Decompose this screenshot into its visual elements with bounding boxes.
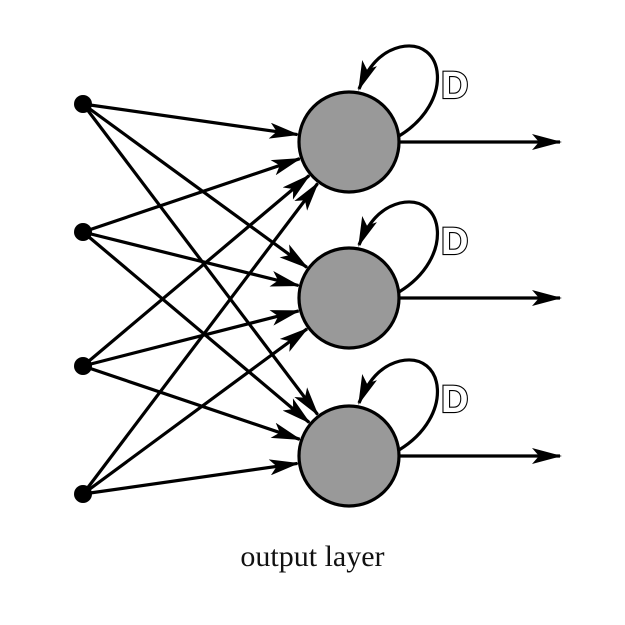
connection-input-1-to-neuron-1 xyxy=(82,102,300,139)
output-neuron-2 xyxy=(297,246,401,350)
connection-input-3-to-neuron-3 xyxy=(82,364,302,441)
connection-input-4-to-neuron-1 xyxy=(81,181,319,495)
recurrent-loops-layer xyxy=(357,44,439,452)
connection-input-1-to-neuron-2 xyxy=(82,102,309,269)
output-arrows-layer xyxy=(399,134,562,464)
neurons-layer xyxy=(297,90,401,508)
connection-input-2-to-neuron-3 xyxy=(81,230,311,424)
output-layer-caption: output layer xyxy=(240,540,385,573)
input-node-4 xyxy=(74,485,92,503)
connection-input-2-to-neuron-2 xyxy=(82,230,301,288)
delay-label-neuron-3: D xyxy=(441,379,468,421)
connection-input-3-to-neuron-2 xyxy=(82,309,301,368)
recurrent-loop-neuron-2 xyxy=(357,200,439,294)
output-neuron-3 xyxy=(297,404,401,508)
output-neuron-1 xyxy=(297,90,401,194)
connection-input-4-to-neuron-3 xyxy=(82,459,300,496)
recurrent-loop-neuron-3 xyxy=(357,358,439,452)
connection-input-2-to-neuron-1 xyxy=(82,157,302,234)
input-nodes-layer xyxy=(74,95,92,503)
delay-label-neuron-2: D xyxy=(441,221,468,263)
connections-layer xyxy=(81,102,319,496)
input-node-2 xyxy=(74,223,92,241)
input-node-1 xyxy=(74,95,92,113)
delay-labels-layer: D D D xyxy=(440,64,470,422)
input-node-3 xyxy=(74,357,92,375)
connection-input-3-to-neuron-1 xyxy=(81,174,311,368)
connection-input-1-to-neuron-3 xyxy=(81,103,319,417)
connection-input-4-to-neuron-2 xyxy=(82,327,309,496)
recurrent-loop-neuron-1 xyxy=(357,44,439,138)
delay-label-neuron-1: D xyxy=(441,65,468,107)
